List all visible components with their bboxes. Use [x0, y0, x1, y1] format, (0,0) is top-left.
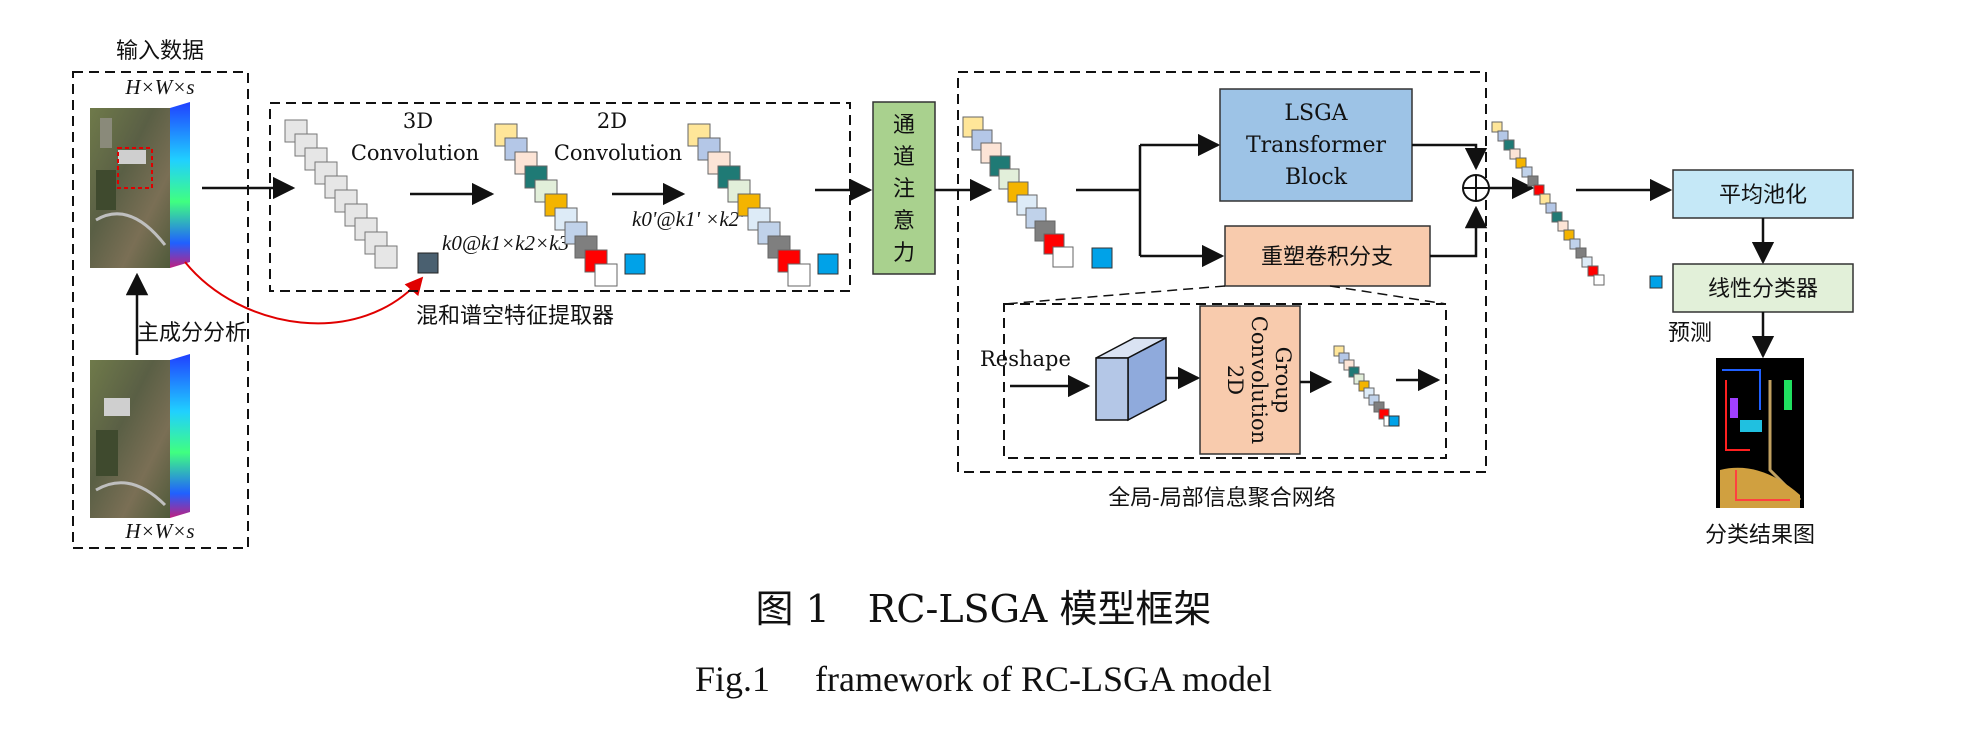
aggregation-label: 全局-局部信息聚合网络	[1108, 486, 1335, 511]
input-dim-bottom: H×W×s	[124, 519, 194, 543]
input-dashed-frame	[72, 71, 249, 549]
zoom-line-right	[1329, 285, 1447, 305]
conv-group-block: 2D Convolution Group	[1199, 305, 1301, 455]
hsi-cube-bottom	[90, 354, 190, 518]
stack-2d-conv	[494, 123, 646, 287]
aggregation-dashed-frame	[957, 71, 1487, 473]
pca-label: 主成分分析	[137, 321, 247, 346]
reshape-conv-branch: 重塑卷积分支	[1224, 225, 1431, 287]
attention-char-2: 道	[893, 145, 915, 170]
kernel-3d-label: k0@k1×k2×k3	[442, 231, 569, 255]
attention-char-5: 力	[893, 241, 915, 266]
attention-char-1: 通	[893, 113, 915, 138]
aggregation-group: LSGA Transformer Block 重塑卷积分支 Reshape	[957, 71, 1490, 511]
lsga-to-sum	[1412, 143, 1488, 171]
stack-reshape-output	[1333, 345, 1400, 427]
conv-group-line-2: Convolution	[1247, 316, 1271, 444]
lsga-transformer-block: LSGA Transformer Block	[1219, 88, 1413, 202]
attention-char-4: 意	[893, 209, 915, 234]
conv3d-label-1: 3D	[403, 109, 433, 133]
stack-final-output	[1491, 121, 1663, 289]
lsga-line-2: Transformer	[1246, 133, 1387, 158]
input-data-group: 输入数据 H×W×s H×W×s 主成分分析	[72, 39, 249, 549]
reshape-to-sum	[1430, 205, 1488, 258]
lsga-line-1: LSGA	[1284, 101, 1348, 126]
lsga-line-3: Block	[1285, 165, 1348, 190]
result-label: 分类结果图	[1705, 523, 1815, 548]
avg-pool-label: 平均池化	[1719, 183, 1807, 208]
hsi-cube-top	[90, 102, 190, 268]
classifier-label: 线性分类器	[1708, 277, 1818, 302]
reshape-cube	[1095, 336, 1167, 422]
input-dim-top: H×W×s	[124, 75, 194, 99]
figure-caption-en: Fig.1 framework of RC-LSGA model	[695, 659, 1272, 699]
sum-node	[1462, 174, 1490, 202]
avg-pool-block: 平均池化	[1672, 169, 1854, 219]
stack-3d-input	[284, 119, 439, 274]
conv3d-label-2: Convolution	[351, 141, 479, 165]
zoom-line-left	[1003, 285, 1226, 305]
conv2d-label-2: Convolution	[554, 141, 682, 165]
classification-map	[1716, 358, 1804, 508]
kernel-2d-label: k0'@k1' ×k2'	[632, 207, 744, 231]
extractor-group: 3D Convolution k0@k1×k2×k3 2D Convolutio…	[269, 102, 851, 329]
predict-label: 预测	[1668, 321, 1712, 346]
conv2d-label-1: 2D	[597, 109, 627, 133]
stack-2d-output	[687, 123, 839, 287]
conv-group-line-1: 2D	[1223, 365, 1247, 395]
figure-caption-cn: 图 1 RC-LSGA 模型框架	[755, 587, 1212, 631]
attention-char-3: 注	[893, 177, 915, 202]
channel-attention-block: 通 道 注 意 力	[872, 101, 936, 275]
conv-group-line-3: Group	[1271, 347, 1295, 413]
reshape-label: Reshape	[980, 347, 1071, 371]
input-title: 输入数据	[116, 39, 204, 64]
stack-aggregation-input	[962, 116, 1113, 269]
reshape-branch-label: 重塑卷积分支	[1261, 245, 1393, 270]
reshape-detail-frame	[1003, 303, 1447, 459]
patch-arrow	[184, 261, 424, 325]
extractor-label: 混和谱空特征提取器	[416, 304, 614, 329]
classifier-block: 线性分类器	[1672, 263, 1854, 313]
